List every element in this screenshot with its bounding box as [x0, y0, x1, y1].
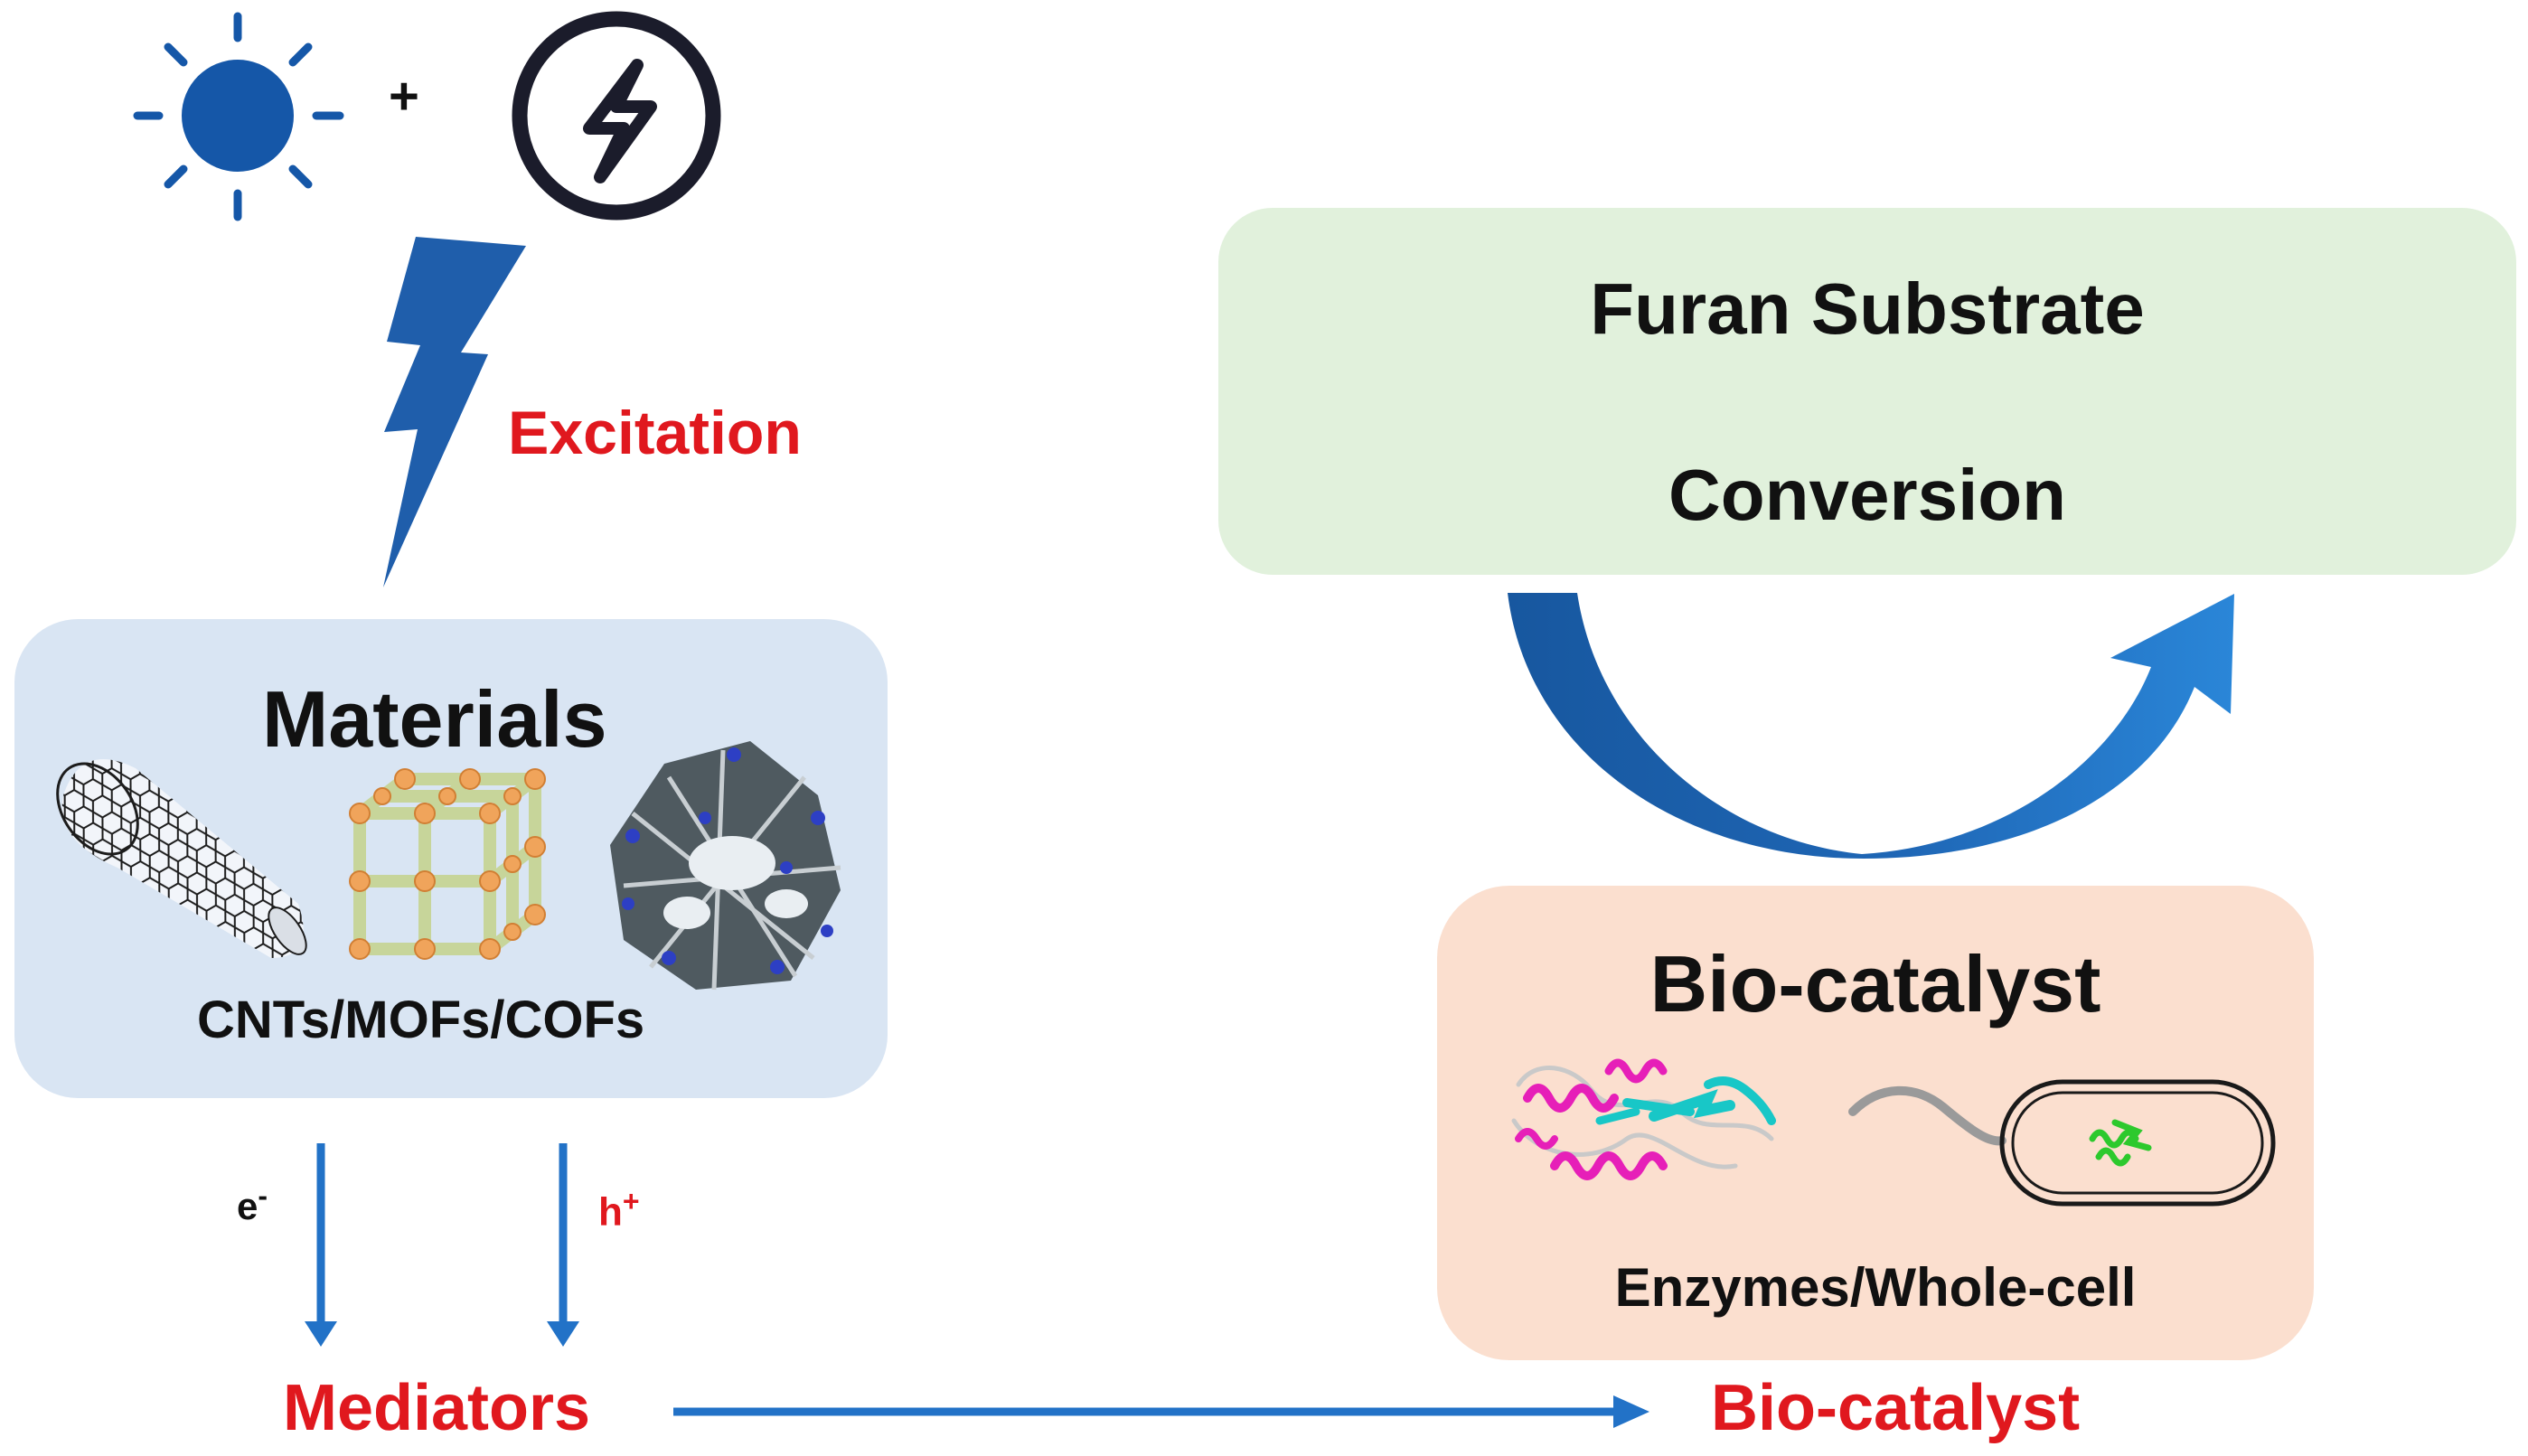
- biocatalyst-subtitle: Enzymes/Whole-cell: [1614, 1257, 2137, 1318]
- furan-conversion-box: [1218, 208, 2516, 575]
- enzyme-protein-icon: [1511, 1058, 1776, 1180]
- lightning-bolt-icon: [383, 237, 526, 587]
- cof-framework-icon: [610, 741, 841, 991]
- electron-label: e-: [237, 1181, 268, 1226]
- biocatalyst-box: [1437, 886, 2314, 1360]
- hole-charge: +: [622, 1185, 640, 1217]
- mof-lattice-icon: [349, 768, 546, 960]
- hole-symbol: h: [598, 1189, 623, 1235]
- furan-line1: Furan Substrate: [1590, 268, 2145, 349]
- hole-label: h+: [598, 1187, 640, 1233]
- biocatalyst-target-label: Bio-catalyst: [1711, 1372, 2081, 1444]
- biocatalyst-title: Bio-catalyst: [1649, 939, 2101, 1029]
- electron-symbol: e: [237, 1185, 258, 1227]
- cycle-arrow-icon: [1508, 593, 2234, 859]
- furan-line2: Conversion: [1668, 455, 2067, 535]
- whole-cell-icon: [1848, 1079, 2276, 1207]
- excitation-label: Excitation: [508, 399, 802, 467]
- plus-sign: +: [389, 67, 419, 126]
- sun-icon: [133, 12, 344, 221]
- lightning-circle-icon: [512, 11, 721, 221]
- materials-title: Materials: [262, 674, 607, 764]
- mediators-label: Mediators: [283, 1372, 591, 1444]
- electron-charge: -: [258, 1179, 268, 1212]
- materials-subtitle: CNTs/MOFs/COFs: [197, 991, 645, 1049]
